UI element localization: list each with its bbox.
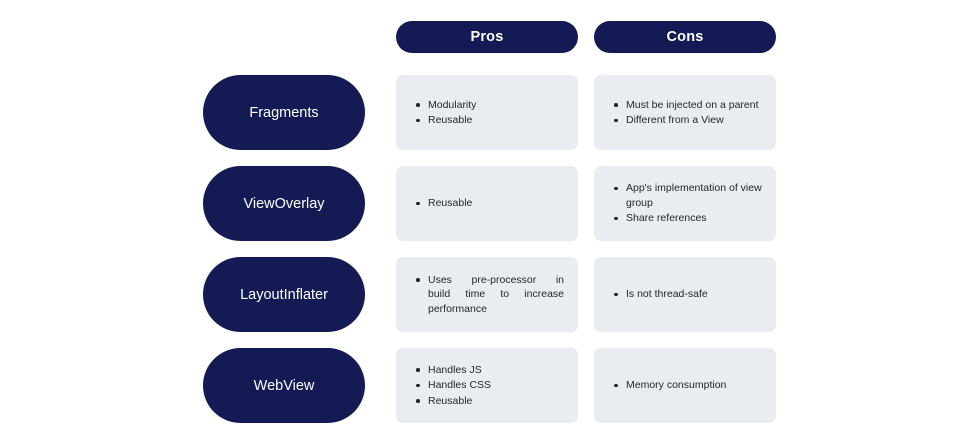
bullet-list: Memory consumption	[594, 378, 776, 393]
cell-cons-viewoverlay: App's implementation of view group Share…	[594, 166, 776, 241]
table-row: Fragments Modularity Reusable Must be in…	[0, 75, 975, 150]
list-item: Memory consumption	[614, 378, 762, 393]
row-label-layoutinflater: LayoutInflater	[203, 257, 365, 332]
bullet-list: Uses pre-processor in build time to incr…	[396, 273, 578, 317]
list-item: Reusable	[416, 196, 564, 211]
table-row: WebView Handles JS Handles CSS Reusable …	[0, 348, 975, 423]
list-item: Reusable	[416, 394, 564, 409]
list-item: Handles CSS	[416, 378, 564, 393]
bullet-list: App's implementation of view group Share…	[594, 181, 776, 226]
table-row: LayoutInflater Uses pre-processor in bui…	[0, 257, 975, 332]
cell-cons-fragments: Must be injected on a parent Different f…	[594, 75, 776, 150]
list-item-line: performance	[428, 302, 487, 315]
cell-cons-webview: Memory consumption	[594, 348, 776, 423]
list-item: Different from a View	[614, 113, 762, 128]
cell-pros-viewoverlay: Reusable	[396, 166, 578, 241]
list-item-line: Uses pre-processor in	[428, 273, 564, 286]
bullet-list: Reusable	[396, 196, 578, 211]
list-item: Uses pre-processor in build time to incr…	[416, 273, 564, 317]
list-item: App's implementation of view group	[614, 182, 762, 209]
row-label-webview: WebView	[203, 348, 365, 423]
cell-pros-fragments: Modularity Reusable	[396, 75, 578, 150]
row-label-fragments: Fragments	[203, 75, 365, 150]
row-label-viewoverlay: ViewOverlay	[203, 166, 365, 241]
list-item: Reusable	[416, 113, 564, 128]
bullet-list: Handles JS Handles CSS Reusable	[396, 363, 578, 409]
list-item: Share references	[614, 211, 762, 226]
list-item: Is not thread-safe	[614, 287, 762, 302]
bullet-list: Modularity Reusable	[396, 98, 578, 128]
table-header-row: Pros Cons	[0, 21, 975, 53]
list-item: Modularity	[416, 98, 564, 113]
list-item-line: build time to increase	[428, 288, 564, 301]
table-row: ViewOverlay Reusable App's implementatio…	[0, 166, 975, 241]
cell-pros-layoutinflater: Uses pre-processor in build time to incr…	[396, 257, 578, 332]
column-header-cons: Cons	[594, 21, 776, 53]
column-header-pros: Pros	[396, 21, 578, 53]
cell-cons-layoutinflater: Is not thread-safe	[594, 257, 776, 332]
bullet-list: Must be injected on a parent Different f…	[594, 98, 776, 128]
bullet-list: Is not thread-safe	[594, 287, 776, 302]
list-item: Must be injected on a parent	[614, 98, 762, 113]
cell-pros-webview: Handles JS Handles CSS Reusable	[396, 348, 578, 423]
list-item: Handles JS	[416, 363, 564, 378]
